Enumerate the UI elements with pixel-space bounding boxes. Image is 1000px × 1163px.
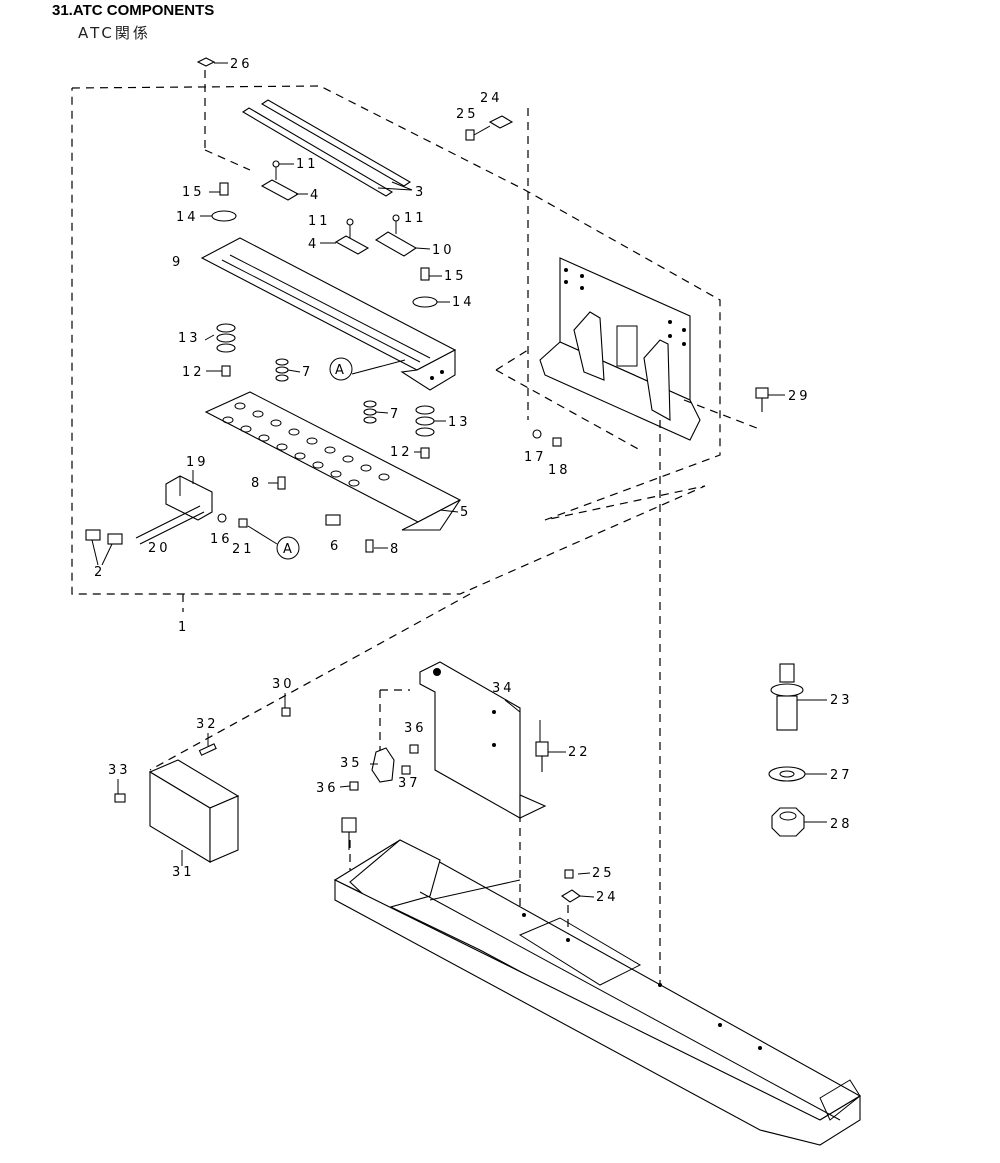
tag-26	[196, 57, 228, 67]
callout-11-b: 11	[308, 214, 331, 229]
plate-holes	[222, 402, 390, 487]
fittings-2	[85, 529, 123, 545]
callout-19: 19	[186, 455, 209, 470]
reference-A-top	[329, 357, 406, 381]
clamp-24-25-top	[465, 115, 514, 141]
callout-21: 21	[232, 542, 255, 557]
clamp-24-25-lower	[561, 869, 581, 903]
stud-23	[770, 663, 827, 731]
callout-5: 5	[460, 505, 471, 520]
callout-33: 33	[108, 763, 131, 778]
small-parts-16-21-6	[217, 513, 341, 528]
assembly-boundary	[71, 85, 721, 771]
callout-4-a: 4	[310, 188, 321, 203]
callout-leaders	[91, 334, 595, 898]
valve-35-36-37	[349, 744, 419, 791]
callout-9: 9	[172, 255, 183, 270]
callout-28: 28	[830, 817, 853, 832]
callout-37: 37	[398, 776, 421, 791]
block-4-lower	[320, 235, 370, 255]
page-subtitle: ATC関係	[78, 24, 151, 42]
pin-32-30-33	[114, 707, 291, 803]
callout-25-top: 25	[456, 107, 479, 122]
callout-15-b: 15	[444, 269, 467, 284]
support-bracket-part	[539, 257, 701, 441]
washer-27	[768, 766, 827, 782]
callout-8-b: 8	[390, 542, 401, 557]
screws-8	[277, 476, 374, 553]
upper-plate-part	[200, 237, 457, 391]
spacers-12-13	[216, 323, 435, 459]
bracket-34	[419, 661, 547, 819]
callout-18: 18	[548, 463, 571, 478]
callout-4-b: 4	[308, 237, 319, 252]
reference-A-top-label: A	[335, 363, 344, 378]
callout-8-a: 8	[251, 476, 262, 491]
bolt-29	[755, 387, 785, 412]
callout-30: 30	[272, 677, 295, 692]
callout-11-a: 11	[296, 157, 319, 172]
callout-15-a: 15	[182, 185, 205, 200]
spacers-7	[275, 358, 377, 424]
callout-17: 17	[524, 450, 547, 465]
rod-20	[135, 505, 205, 545]
callout-14-b: 14	[452, 295, 475, 310]
callout-25-b: 25	[592, 866, 615, 881]
callout-6: 6	[330, 539, 341, 554]
callout-16: 16	[210, 532, 233, 547]
callout-13-a: 13	[178, 331, 201, 346]
nut-28	[771, 807, 827, 837]
page-title: 31.ATC COMPONENTS	[52, 2, 215, 19]
bed-rail	[333, 839, 862, 1146]
callout-20: 20	[148, 541, 171, 556]
callout-23: 23	[830, 693, 853, 708]
parts-17-18	[532, 429, 562, 447]
callout-14-a: 14	[176, 210, 199, 225]
callout-26: 26	[230, 57, 253, 72]
bolt-22	[535, 741, 549, 772]
lower-plate-part	[204, 391, 462, 531]
callout-24-b: 24	[596, 890, 619, 905]
callout-22: 22	[568, 745, 591, 760]
callout-labels: 26 24 25 11 3 15 4 14 11 11 4 10 9 15 14…	[94, 57, 853, 905]
callout-12-a: 12	[182, 365, 205, 380]
callout-3: 3	[415, 185, 426, 200]
callout-2: 2	[94, 565, 105, 580]
callout-35: 35	[340, 756, 363, 771]
callout-36-a: 36	[404, 721, 427, 736]
reference-A-bottom	[247, 525, 300, 560]
reference-A-bottom-label: A	[283, 542, 292, 557]
callout-34: 34	[492, 681, 515, 696]
callout-24-top: 24	[480, 91, 503, 106]
guide-rail-part	[241, 99, 413, 197]
washers-14-15	[200, 182, 450, 308]
callout-11-c: 11	[404, 211, 427, 226]
screws-11	[272, 160, 400, 238]
block-10	[374, 231, 431, 257]
callout-13-b: 13	[448, 415, 471, 430]
alignment-lines	[204, 70, 763, 985]
callout-31: 31	[172, 865, 195, 880]
bolt-lower-left	[341, 817, 357, 850]
cylinder-19	[165, 475, 213, 521]
callout-7-b: 7	[390, 407, 401, 422]
callout-7-a: 7	[302, 365, 313, 380]
block-4-upper	[260, 179, 308, 201]
box-31	[148, 759, 240, 863]
callout-32: 32	[196, 717, 219, 732]
callout-27: 27	[830, 768, 853, 783]
callout-1: 1	[178, 620, 189, 635]
callout-10: 10	[432, 243, 455, 258]
callout-29: 29	[788, 389, 811, 404]
callout-12-b: 12	[390, 445, 413, 460]
callout-36-b: 36	[316, 781, 339, 796]
